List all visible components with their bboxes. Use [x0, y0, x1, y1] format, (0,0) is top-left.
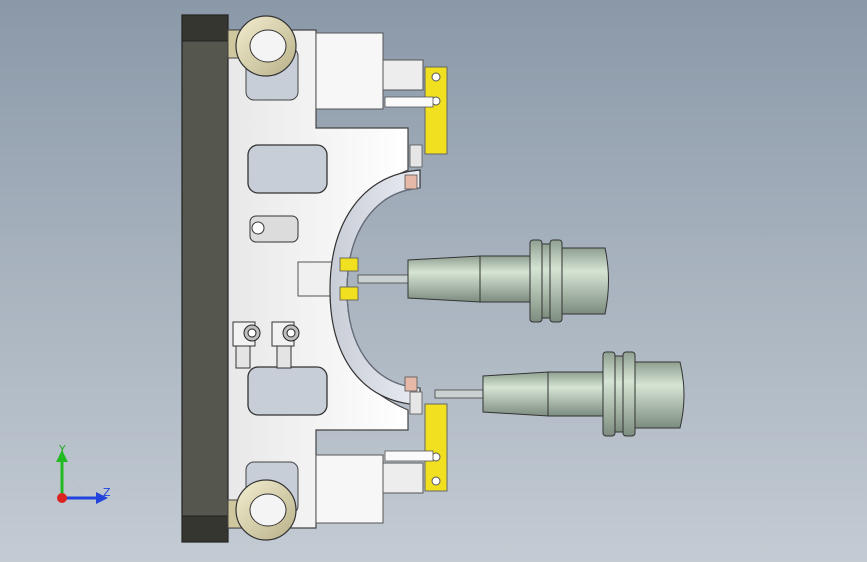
- lower-slot: [247, 366, 328, 416]
- yellow-insert-upper: [339, 257, 359, 272]
- air-fittings: [232, 321, 300, 369]
- eye-bolt-top: [227, 15, 297, 77]
- coordinate-triad: [40, 438, 130, 518]
- yellow-clamp-bottom[interactable]: [384, 391, 448, 492]
- tool-holder-lower[interactable]: [434, 351, 685, 437]
- x-axis-dot: [57, 493, 67, 503]
- fixture-body[interactable]: [225, 29, 424, 529]
- z-axis-label: Z: [103, 486, 111, 499]
- yellow-insert-lower: [339, 286, 359, 301]
- y-axis-label: Y: [59, 443, 66, 456]
- bottom-cylinder-block: [315, 454, 384, 524]
- upper-slot: [247, 144, 328, 194]
- eye-bolt-bottom: [227, 479, 297, 541]
- base-plate[interactable]: [181, 14, 229, 543]
- top-cylinder-block: [315, 32, 384, 110]
- tool-holder-upper[interactable]: [357, 239, 609, 323]
- yellow-clamp-top[interactable]: [384, 66, 448, 168]
